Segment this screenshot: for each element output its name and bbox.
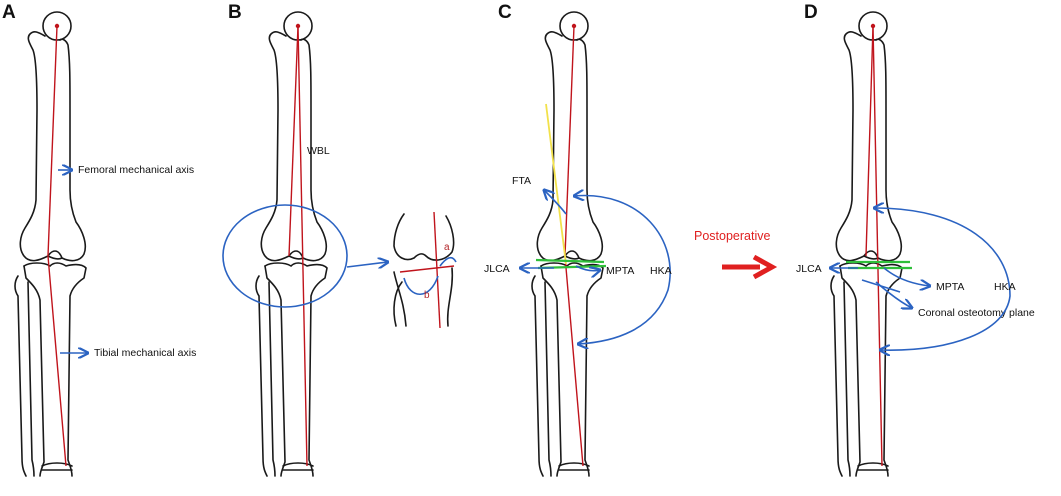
postoperative-transition: Postoperative — [694, 229, 778, 280]
mpta-label: MPTA — [606, 265, 634, 277]
tibial-axis-line — [47, 255, 67, 467]
panel-a-letter: A — [2, 2, 16, 23]
fta-arrow — [544, 190, 567, 215]
femoral-axis-line-b — [288, 25, 299, 257]
postoperative-label: Postoperative — [694, 229, 770, 243]
zoom-arrow — [346, 262, 388, 267]
femoral-axis-label: Femoral mechanical axis — [78, 164, 194, 176]
wbl-label: WBL — [307, 145, 330, 157]
tibial-axis-line-c — [564, 255, 584, 467]
jlca-label: JLCA — [484, 263, 510, 275]
mpta-label-d: MPTA — [936, 281, 964, 293]
panel-c-letter: C — [498, 2, 512, 23]
arrow-right-icon — [722, 254, 778, 280]
femoral-axis-line — [47, 25, 58, 257]
femoral-joint-line — [535, 258, 605, 264]
femoral-anatomic-line — [545, 103, 567, 265]
femoral-axis-line-d — [865, 25, 874, 257]
hka-label: HKA — [650, 265, 672, 277]
inset-angle-a — [439, 256, 457, 267]
tibial-axis-label: Tibial mechanical axis — [94, 347, 196, 359]
panel-d-letter: D — [804, 2, 818, 23]
panel-b-leg: WBL — [222, 11, 388, 477]
panel-d-leg: JLCA MPTA Coronal osteotomy plane HKA — [796, 11, 1035, 477]
knee-highlight-circle — [222, 204, 348, 308]
osteotomy-plane-label: Coronal osteotomy plane — [918, 307, 1035, 319]
hka-arc-d — [874, 208, 1011, 350]
osteotomy-arrow — [875, 281, 912, 308]
knee-inset: a b — [393, 211, 457, 329]
inset-axis-line — [433, 211, 441, 329]
femoral-axis-line-c — [564, 25, 575, 257]
panel-c-leg: FTA JLCA MPTA HKA — [484, 11, 672, 477]
inset-b-label: b — [424, 290, 430, 301]
weight-bearing-line — [297, 25, 308, 467]
panel-a-leg: Femoral mechanical axis Tibial mechanica… — [14, 11, 196, 477]
inset-a-label: a — [444, 242, 450, 253]
panel-b-letter: B — [228, 2, 242, 23]
inset-joint-line — [399, 265, 455, 273]
inset-angle-b — [403, 275, 439, 295]
hka-arc — [574, 196, 671, 344]
mpta-arrow-d — [883, 267, 930, 286]
mechanical-axis-line-d — [872, 25, 883, 467]
fta-label: FTA — [512, 175, 531, 187]
hka-label-d: HKA — [994, 281, 1016, 293]
jlca-label-d: JLCA — [796, 263, 822, 275]
